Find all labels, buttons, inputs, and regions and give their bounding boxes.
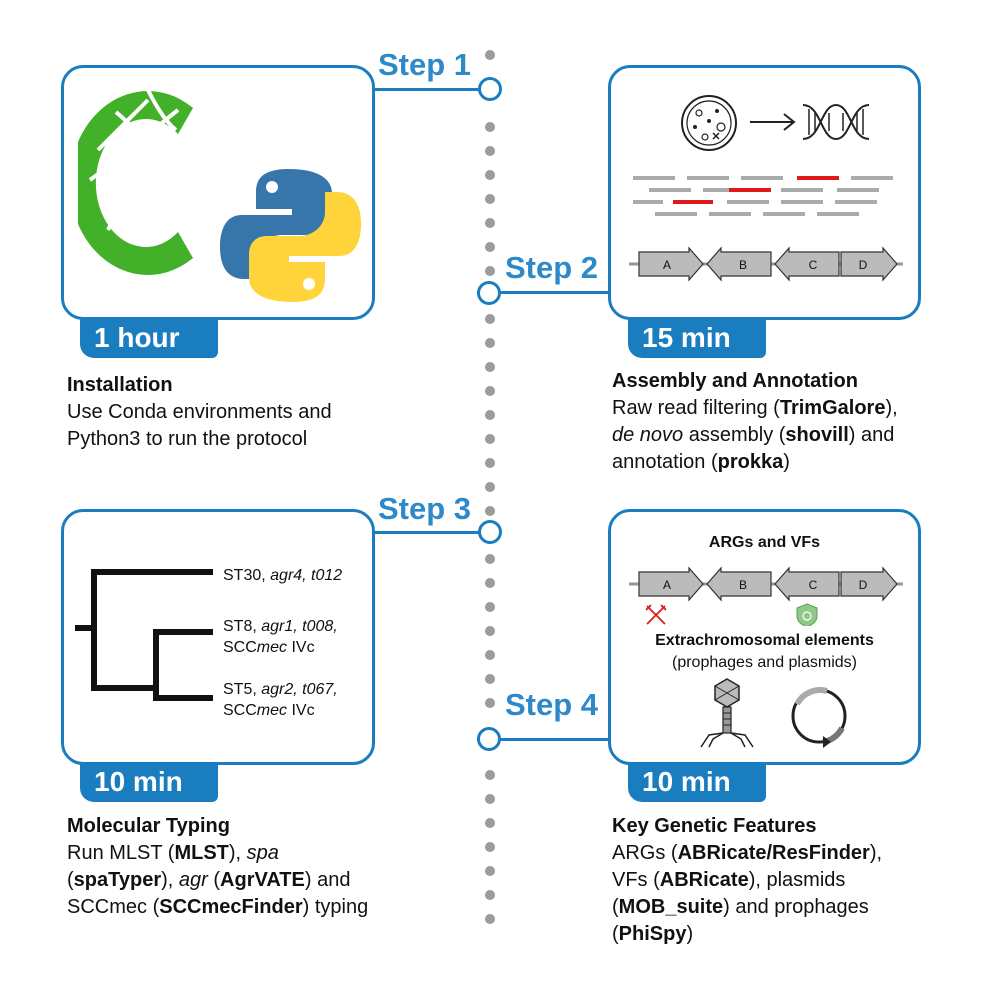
svg-text:A: A (663, 578, 671, 592)
gene-map: A B C D (629, 246, 903, 282)
svg-text:B: B (739, 578, 747, 592)
step-1-card (61, 65, 375, 320)
timeline-dot (485, 194, 495, 204)
step-2-duration-badge: 15 min (628, 318, 766, 358)
gene-b (706, 246, 772, 282)
timeline-dot (485, 770, 495, 780)
swords-icon (645, 604, 667, 625)
timeline-dot (485, 170, 495, 180)
timeline-dot (485, 410, 495, 420)
tree-leaf-st30: ST30, agr4, t012 (223, 567, 343, 584)
timeline-dot (485, 626, 495, 636)
conda-logo-icon (78, 89, 193, 275)
step-3-description: Molecular Typing Run MLST (MLST), spa (s… (67, 815, 369, 918)
tree-leaf-st5: ST5, agr2, t067, SCCmec IVc (223, 681, 338, 719)
sequencing-reads (633, 176, 893, 216)
tree-leaf-st8: ST8, agr1, t008, SCCmec IVc (223, 618, 338, 656)
step-3-duration-badge: 10 min (80, 762, 218, 802)
timeline-dot (485, 50, 495, 60)
step-1-node (478, 77, 502, 101)
timeline-dot (485, 434, 495, 444)
step-2-title: Assembly and Annotation (612, 370, 858, 392)
step-4-duration-badge: 10 min (628, 762, 766, 802)
timeline-dot (485, 362, 495, 372)
timeline-dot (485, 386, 495, 396)
timeline-dot (485, 506, 495, 516)
timeline-dot (485, 458, 495, 468)
step-2-description: Assembly and Annotation Raw read filteri… (612, 370, 898, 473)
gene-c (774, 246, 840, 282)
step-1-title: Installation (67, 374, 173, 396)
step-1-duration-badge: 1 hour (80, 318, 218, 358)
timeline-dot (485, 890, 495, 900)
bacteria-cell-icon (681, 95, 737, 151)
step-3-title: Molecular Typing (67, 815, 230, 837)
step-4-description: Key Genetic Features ARGs (ABRicate/ResF… (612, 815, 883, 945)
gene-a (638, 246, 704, 282)
timeline-dot (485, 122, 495, 132)
step-4-node (477, 727, 501, 751)
timeline-dot (485, 314, 495, 324)
step-4-title: Key Genetic Features (612, 815, 817, 837)
args-vfs-heading: ARGs and VFs (708, 534, 821, 551)
step-2-label: Step 2 (505, 250, 599, 285)
timeline-dot (485, 914, 495, 924)
python-logo-icon (220, 169, 361, 302)
step-2-connector (496, 291, 610, 294)
step-3-label: Step 3 (378, 491, 472, 526)
timeline-dot (485, 482, 495, 492)
step-4-card: ARGs and VFs A B C D Extrachromosomal el… (608, 509, 921, 765)
step-1-desc-line: Use Conda environments and (67, 401, 332, 423)
timeline-dot (485, 650, 495, 660)
svg-text:B: B (739, 258, 747, 272)
timeline-dot (485, 146, 495, 156)
timeline-dot (485, 266, 495, 276)
step-2-card: A B C D (608, 65, 921, 320)
step-3-card: ST30, agr4, t012 ST8, agr1, t008, SCCmec… (61, 509, 375, 765)
timeline-dot (485, 602, 495, 612)
step-1-description: Installation Use Conda environments and … (67, 372, 332, 453)
shield-icon (796, 603, 818, 626)
timeline-dot (485, 818, 495, 828)
timeline-dot (485, 218, 495, 228)
dna-helix-icon (802, 103, 870, 141)
plasmid-icon (791, 687, 847, 748)
timeline-dot (485, 242, 495, 252)
step-3-connector (372, 531, 480, 534)
step-1-label: Step 1 (378, 47, 472, 82)
timeline-dot (485, 842, 495, 852)
svg-text:D: D (859, 578, 868, 592)
svg-text:A: A (663, 258, 671, 272)
extrachromosomal-heading: Extrachromosomal elements (655, 632, 874, 649)
timeline-dot (485, 554, 495, 564)
step-4-label: Step 4 (505, 687, 599, 722)
phylogenetic-tree (75, 569, 213, 701)
svg-text:D: D (859, 258, 868, 272)
extrachromosomal-subheading: (prophages and plasmids) (672, 654, 857, 671)
arrow-right-icon (750, 113, 796, 131)
timeline-dot (485, 698, 495, 708)
step-3-node (478, 520, 502, 544)
timeline-dot (485, 674, 495, 684)
bacteriophage-icon (700, 678, 754, 748)
gene-d (840, 246, 898, 282)
gene-map-annotated: A B C D (629, 566, 903, 626)
step-1-desc-line: Python3 to run the protocol (67, 428, 308, 450)
timeline-dot (485, 794, 495, 804)
step-4-connector (496, 738, 610, 741)
step-2-node (477, 281, 501, 305)
svg-text:C: C (809, 578, 818, 592)
step-1-connector (372, 88, 480, 91)
timeline-dot (485, 578, 495, 588)
timeline-dot (485, 866, 495, 876)
timeline-dot (485, 338, 495, 348)
svg-text:C: C (809, 258, 818, 272)
